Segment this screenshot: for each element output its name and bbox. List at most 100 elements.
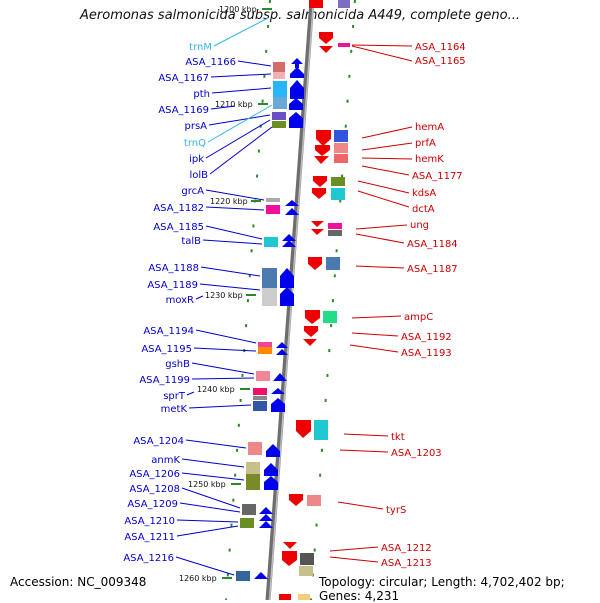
gene-label[interactable]: trnM bbox=[189, 42, 212, 53]
gene-label[interactable]: moxR bbox=[166, 295, 194, 306]
gene-block bbox=[328, 223, 342, 229]
gene-arrow bbox=[319, 46, 333, 53]
gene-block bbox=[266, 205, 280, 214]
gene-block bbox=[279, 594, 291, 600]
gene-arrow bbox=[314, 156, 329, 164]
gene-block bbox=[338, 43, 350, 47]
gene-block bbox=[253, 401, 267, 411]
gene-block bbox=[236, 571, 250, 581]
gene-label[interactable]: hemA bbox=[415, 122, 444, 133]
gene-arrow bbox=[305, 310, 320, 324]
tick-label: 1220 kbp bbox=[210, 197, 248, 206]
gene-label[interactable]: gshB bbox=[165, 359, 190, 370]
tick-label: 1240 kbp bbox=[197, 385, 235, 394]
gene-block bbox=[334, 130, 348, 142]
gene-label[interactable]: ASA_1206 bbox=[129, 469, 180, 480]
gene-label[interactable]: ampC bbox=[404, 312, 433, 323]
gene-label[interactable]: ASA_1199 bbox=[139, 375, 190, 386]
accession-text: Accession: NC_009348 bbox=[10, 575, 147, 589]
gene-label[interactable]: ASA_1167 bbox=[158, 73, 209, 84]
gene-arrow bbox=[313, 176, 327, 187]
gene-label[interactable]: ASA_1184 bbox=[407, 239, 458, 250]
gene-block bbox=[258, 342, 272, 347]
gene-arrow bbox=[308, 257, 322, 270]
gene-label[interactable]: ASA_1188 bbox=[148, 263, 199, 274]
gene-block bbox=[338, 0, 350, 8]
tick-1220: 1220 kbp bbox=[210, 197, 261, 206]
gene-label[interactable]: metK bbox=[161, 404, 188, 415]
gene-arrow bbox=[259, 507, 273, 514]
gene-label[interactable]: talB bbox=[181, 236, 201, 247]
gene-block bbox=[299, 566, 313, 576]
forward-strand-genes bbox=[236, 0, 350, 581]
tick-1230: 1230 kbp bbox=[205, 291, 256, 300]
gene-label[interactable]: ASA_1216 bbox=[123, 553, 174, 564]
gene-label[interactable]: ASA_1195 bbox=[141, 344, 192, 355]
gene-label[interactable]: ASA_1185 bbox=[153, 222, 204, 233]
gene-label[interactable]: grcA bbox=[181, 186, 204, 197]
gene-label[interactable]: ung bbox=[410, 220, 429, 231]
gene-label[interactable]: ASA_1182 bbox=[153, 203, 204, 214]
gene-label[interactable]: ASA_1166 bbox=[185, 57, 236, 68]
gene-label[interactable]: ASA_1193 bbox=[401, 348, 452, 359]
gene-block bbox=[334, 143, 348, 153]
gene-label[interactable]: dctA bbox=[412, 204, 435, 215]
gene-label[interactable]: ASA_1213 bbox=[381, 558, 432, 569]
gene-block bbox=[272, 121, 286, 128]
gene-arrow bbox=[289, 98, 303, 110]
gene-block bbox=[266, 198, 280, 202]
gene-block bbox=[248, 442, 262, 455]
tick-1260: 1260 kbp bbox=[179, 574, 232, 583]
gene-block bbox=[240, 518, 254, 528]
tick-1210: 1210 kbp bbox=[215, 100, 268, 109]
gene-arrow bbox=[289, 112, 303, 128]
gene-arrow bbox=[285, 208, 299, 215]
tick-1250: 1250 kbp bbox=[188, 480, 241, 489]
gene-block bbox=[246, 474, 260, 490]
gene-label[interactable]: ASA_1204 bbox=[133, 436, 184, 447]
gene-block bbox=[307, 495, 321, 506]
gene-label[interactable]: ASA_1203 bbox=[391, 448, 442, 459]
gene-label[interactable]: tkt bbox=[391, 432, 405, 443]
genome-summary-text: Topology: circular; Length: 4,702,402 bp… bbox=[319, 575, 565, 603]
gene-label[interactable]: pth bbox=[193, 89, 210, 100]
gene-arrow bbox=[280, 287, 294, 306]
gene-arrow bbox=[296, 420, 311, 438]
gene-arrow bbox=[282, 234, 296, 241]
gene-label[interactable]: ASA_1194 bbox=[143, 326, 194, 337]
gene-label[interactable]: hemK bbox=[415, 154, 444, 165]
gene-block bbox=[262, 288, 277, 306]
gene-label[interactable]: trnQ bbox=[184, 138, 206, 149]
gene-label[interactable]: tyrS bbox=[386, 505, 406, 516]
gene-label[interactable]: prsA bbox=[184, 121, 207, 132]
gene-label[interactable]: ASA_1209 bbox=[127, 499, 178, 510]
gene-label[interactable]: ASA_1211 bbox=[124, 532, 175, 543]
tick-label: 1210 kbp bbox=[215, 100, 253, 109]
gene-label[interactable]: ASA_1189 bbox=[147, 280, 198, 291]
gene-arrow bbox=[303, 339, 317, 346]
gene-label[interactable]: anmK bbox=[151, 455, 180, 466]
gene-arrow bbox=[283, 542, 297, 549]
gene-label[interactable]: prfA bbox=[415, 138, 436, 149]
gene-arrow bbox=[311, 221, 324, 227]
gene-arrow bbox=[285, 200, 299, 206]
gene-label[interactable]: ASA_1210 bbox=[124, 516, 175, 527]
gene-label[interactable]: ASA_1208 bbox=[129, 484, 180, 495]
gene-label[interactable]: ASA_1212 bbox=[381, 543, 432, 554]
gene-label[interactable]: ASA_1169 bbox=[158, 105, 209, 116]
tick-label: 1200 kbp bbox=[219, 5, 257, 14]
tick-label: 1230 kbp bbox=[205, 291, 243, 300]
gene-label[interactable]: ASA_1187 bbox=[407, 264, 458, 275]
gene-label[interactable]: kdsA bbox=[412, 188, 436, 199]
gene-label[interactable]: ASA_1164 bbox=[415, 42, 466, 53]
gene-label[interactable]: ipk bbox=[189, 154, 204, 165]
gene-label[interactable]: lolB bbox=[189, 170, 208, 181]
gene-label[interactable]: ASA_1192 bbox=[401, 332, 452, 343]
tick-1200: 1200 kbp bbox=[219, 5, 272, 14]
gene-label[interactable]: ASA_1165 bbox=[415, 56, 466, 67]
gene-label[interactable]: ASA_1177 bbox=[412, 171, 463, 182]
gene-block bbox=[256, 371, 270, 381]
gene-arrow bbox=[319, 32, 333, 44]
gene-arrow bbox=[264, 476, 278, 490]
gene-label[interactable]: sprT bbox=[163, 391, 186, 402]
